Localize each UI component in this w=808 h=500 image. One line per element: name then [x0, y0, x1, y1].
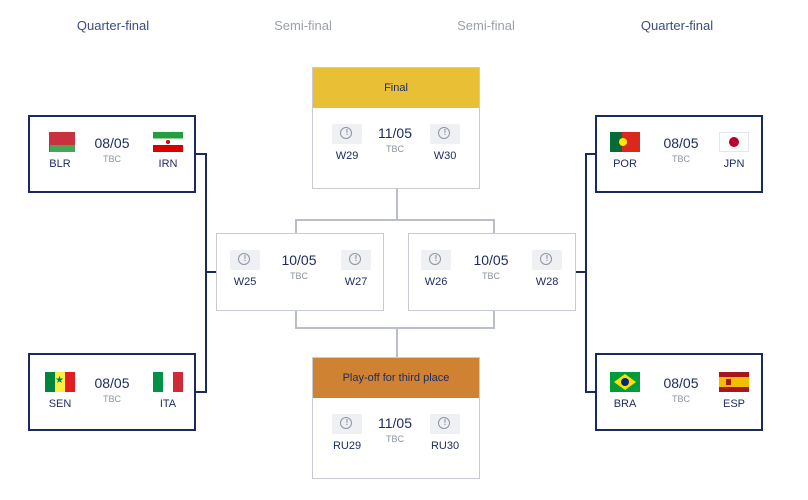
- alert-circle-icon: !: [341, 250, 371, 270]
- team-home: BLR: [40, 132, 80, 170]
- stage-label-left-quarter-final: Quarter-final: [76, 18, 150, 33]
- connector-left-quarters: [196, 153, 207, 393]
- iran-flag-icon: [153, 132, 183, 152]
- team-code: JPN: [723, 158, 745, 170]
- team-code: W27: [344, 276, 368, 288]
- match-card-final[interactable]: Final ! W29 11/05 TBC ! W30: [312, 67, 480, 189]
- team-home: ! RU29: [327, 414, 367, 452]
- match-card-third-place[interactable]: Play-off for third place ! RU29 11/05 TB…: [312, 357, 480, 479]
- match-info: 10/05 TBC: [261, 252, 337, 281]
- team-code: BLR: [49, 158, 71, 170]
- team-code: RU30: [430, 440, 460, 452]
- senegal-flag-icon: [45, 372, 75, 392]
- spain-flag-icon: [719, 372, 749, 392]
- connector-semis-bottom: [295, 311, 495, 329]
- stage-label-right-semi-final: Semi-final: [457, 18, 515, 33]
- team-home: POR: [605, 132, 645, 170]
- match-card-qf-por-jpn[interactable]: POR 08/05 TBC JPN: [595, 115, 763, 193]
- team-home: ! W25: [225, 250, 265, 288]
- alert-circle-icon: !: [332, 414, 362, 434]
- match-time: TBC: [103, 394, 121, 404]
- italy-flag-icon: [153, 372, 183, 392]
- match-date: 08/05: [663, 375, 699, 391]
- team-code: W26: [424, 276, 448, 288]
- match-card-sf-w25-w27[interactable]: ! W25 10/05 TBC ! W27: [216, 233, 384, 311]
- stage-label-left-semi-final: Semi-final: [274, 18, 332, 33]
- team-code: ITA: [159, 398, 177, 410]
- alert-circle-icon: !: [430, 124, 460, 144]
- match-time: TBC: [290, 271, 308, 281]
- team-code: RU29: [332, 440, 362, 452]
- match-date: 08/05: [94, 135, 130, 151]
- stage-label-right-quarter-final: Quarter-final: [640, 18, 714, 33]
- team-code: W28: [535, 276, 559, 288]
- alert-circle-icon: !: [430, 414, 460, 434]
- connector-semis-top: [295, 219, 495, 233]
- team-home: ! W26: [416, 250, 456, 288]
- match-card-qf-sen-ita[interactable]: SEN 08/05 TBC ITA: [28, 353, 196, 431]
- match-date: 10/05: [281, 252, 317, 268]
- portugal-flag-icon: [610, 132, 640, 152]
- team-away: ! W30: [425, 124, 465, 162]
- team-away: ! RU30: [425, 414, 465, 452]
- match-date: 08/05: [94, 375, 130, 391]
- match-body: ! W29 11/05 TBC ! W30: [313, 108, 479, 188]
- alert-circle-icon: !: [332, 124, 362, 144]
- team-code: BRA: [613, 398, 637, 410]
- match-time: TBC: [482, 271, 500, 281]
- match-time: TBC: [386, 434, 404, 444]
- belarus-flag-icon: [45, 132, 75, 152]
- final-title: Final: [313, 68, 479, 108]
- match-card-sf-w26-w28[interactable]: ! W26 10/05 TBC ! W28: [408, 233, 576, 311]
- team-code: IRN: [158, 158, 178, 170]
- team-away: ITA: [148, 372, 188, 410]
- match-time: TBC: [386, 144, 404, 154]
- match-info: 08/05 TBC: [74, 375, 150, 404]
- alert-circle-icon: !: [230, 250, 260, 270]
- team-away: ! W28: [527, 250, 567, 288]
- team-code: W25: [233, 276, 257, 288]
- alert-circle-icon: !: [421, 250, 451, 270]
- match-date: 11/05: [378, 415, 412, 431]
- team-home: SEN: [40, 372, 80, 410]
- match-info: 08/05 TBC: [643, 375, 719, 404]
- match-info: 11/05 TBC: [357, 125, 433, 154]
- team-home: BRA: [605, 372, 645, 410]
- team-away: IRN: [148, 132, 188, 170]
- team-code: ESP: [722, 398, 745, 410]
- team-home: ! W29: [327, 124, 367, 162]
- alert-circle-icon: !: [532, 250, 562, 270]
- match-time: TBC: [672, 154, 690, 164]
- team-code: W29: [335, 150, 359, 162]
- team-away: ! W27: [336, 250, 376, 288]
- match-info: 08/05 TBC: [74, 135, 150, 164]
- team-code: SEN: [48, 398, 72, 410]
- match-card-qf-bra-esp[interactable]: BRA 08/05 TBC ESP: [595, 353, 763, 431]
- match-time: TBC: [672, 394, 690, 404]
- match-time: TBC: [103, 154, 121, 164]
- match-date: 11/05: [378, 125, 412, 141]
- match-info: 08/05 TBC: [643, 135, 719, 164]
- match-body: ! RU29 11/05 TBC ! RU30: [313, 398, 479, 478]
- match-date: 08/05: [663, 135, 699, 151]
- match-info: 10/05 TBC: [453, 252, 529, 281]
- match-date: 10/05: [473, 252, 509, 268]
- third-place-title: Play-off for third place: [313, 358, 479, 398]
- match-info: 11/05 TBC: [357, 415, 433, 444]
- japan-flag-icon: [719, 132, 749, 152]
- team-code: W30: [433, 150, 457, 162]
- match-card-qf-blr-irn[interactable]: BLR 08/05 TBC IRN: [28, 115, 196, 193]
- team-code: POR: [613, 158, 637, 170]
- team-away: ESP: [714, 372, 754, 410]
- brazil-flag-icon: [610, 372, 640, 392]
- team-away: JPN: [714, 132, 754, 170]
